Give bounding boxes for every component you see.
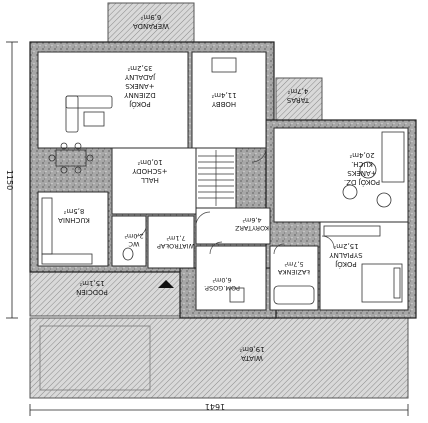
weranda-name: WERANDA — [133, 22, 169, 30]
toilet — [122, 247, 134, 261]
podcien-name: PODCIEŃ — [76, 288, 108, 297]
sypialnia-l1: POKÓJ — [335, 260, 357, 269]
room-hobby — [191, 51, 267, 149]
wc-area: 2,0m² — [124, 232, 144, 240]
room-hall — [111, 147, 197, 215]
pillow — [393, 267, 401, 299]
canopy-areas — [29, 2, 409, 399]
wiata-area — [29, 317, 409, 399]
taras-area: 4,7m² — [287, 87, 308, 95]
pom-gosp-name: POM.GOSP. — [204, 284, 240, 292]
room-pom-gosp — [195, 245, 267, 311]
sypialnia-area: 15,2m² — [333, 242, 358, 250]
dimension-width: 1641 — [205, 402, 225, 411]
hall-l1: HALL — [141, 176, 159, 184]
bathtub — [273, 285, 315, 305]
hall-area: 10,0m² — [137, 158, 162, 166]
room-kuchnia — [37, 191, 109, 267]
entrance-arrow-icon — [158, 280, 174, 288]
weranda-area: 6,9m² — [140, 13, 161, 21]
wc-name: WC — [128, 240, 139, 248]
kuchnia-area: 8,5m² — [63, 207, 84, 215]
room-wiatrolap — [147, 215, 195, 269]
room-sypialnia — [319, 221, 409, 311]
lounge-chair-2 — [342, 184, 358, 200]
korytarz-area: 4,6m² — [242, 216, 262, 224]
hobby-name: HOBBY — [211, 100, 236, 108]
doors — [135, 147, 335, 255]
korytarz-name: KORYTARZ — [234, 224, 269, 232]
taras-area — [275, 77, 323, 123]
hobby-desk — [211, 57, 237, 73]
staircase — [198, 150, 234, 206]
room-labels: WERANDA 6,9m² POKÓJ DZIENNY +ANEKS JADAL… — [58, 13, 380, 362]
pokoj-dzienny-l4: JADALNY — [124, 73, 156, 81]
sypialnia-l2: SYPIALNY — [329, 251, 363, 259]
kitchen-counter-2 — [41, 253, 93, 265]
wiata-inner-roof — [39, 325, 151, 391]
pokoj-dzienny-l3: +ANEKS — [125, 82, 155, 90]
wiata-name: WIATA — [241, 354, 263, 362]
wiatrolap-area: 7,1m² — [166, 234, 186, 242]
sofa-side — [65, 95, 79, 133]
kuchnia-name: KUCHNIA — [58, 216, 90, 224]
taras-name: TARAS — [286, 96, 310, 104]
pokoj-dzienny-l2: DZIENNY — [124, 91, 156, 99]
room-pokoj-dz-aneks — [273, 127, 409, 223]
pokoj-dzienny-area: 35,2m² — [127, 64, 152, 72]
room-pokoj-dzienny — [37, 51, 189, 149]
wiatrolap-name: WIATROŁAP — [157, 242, 195, 250]
lounge-chair-1 — [359, 161, 377, 179]
lazienka-area: 5,7m² — [284, 260, 304, 268]
dimension-lines — [6, 41, 409, 416]
pom-gosp-area: 6,0m² — [212, 276, 232, 284]
dimension-height: 1150 — [5, 170, 14, 190]
washing-machine — [229, 287, 245, 303]
hall-l2: +SCHODY — [132, 167, 168, 175]
hobby-area: 11,4m² — [211, 91, 236, 99]
lazienka-name: ŁAZIENKA — [277, 268, 311, 276]
pokoj-dzienny-l1: POKÓJ — [129, 100, 151, 109]
pokoj-dz-l3: KUCH. — [351, 160, 373, 168]
room-lazienka — [269, 245, 319, 311]
pokoj-dz-area: 20,4m² — [349, 151, 374, 159]
pokoj-dz-l2: +ANEKS — [347, 169, 377, 177]
room-korytarz — [195, 207, 271, 245]
furniture — [41, 57, 405, 305]
wiata-area: 19,6m² — [239, 345, 264, 353]
dining-table — [55, 149, 87, 167]
kitchenette — [381, 131, 405, 183]
round-table — [376, 192, 392, 208]
bed — [361, 263, 403, 303]
podcien-area — [29, 271, 183, 317]
pokoj-dz-l1: POKÓJ DZ. — [344, 178, 380, 187]
room-wc — [111, 215, 147, 267]
weranda-area — [107, 2, 195, 46]
coffee-table — [83, 111, 105, 127]
wardrobe — [323, 225, 381, 237]
podcien-area: 15,1m² — [79, 279, 104, 287]
